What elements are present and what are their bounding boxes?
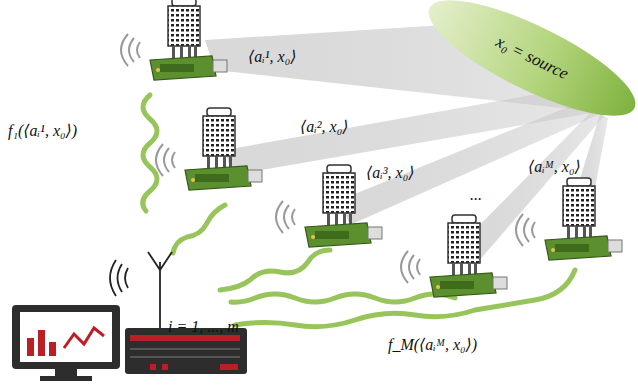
index-range-label: i = 1, ..., m: [168, 318, 239, 336]
projection-label: ⟨aᵢᴹ, x₀⟩: [528, 158, 581, 176]
ellipsis: ...: [470, 186, 482, 204]
projection-label: ⟨aᵢ¹, x₀⟩: [248, 48, 296, 66]
projection-label: ⟨aᵢ³, x₀⟩: [366, 164, 414, 182]
link-function-label: f₁(⟨aᵢ¹, x₀⟩): [8, 122, 77, 140]
link-function-label: f_M(⟨aᵢᴹ, x₀⟩): [388, 336, 477, 354]
projection-label: ⟨aᵢ², x₀⟩: [300, 118, 348, 136]
